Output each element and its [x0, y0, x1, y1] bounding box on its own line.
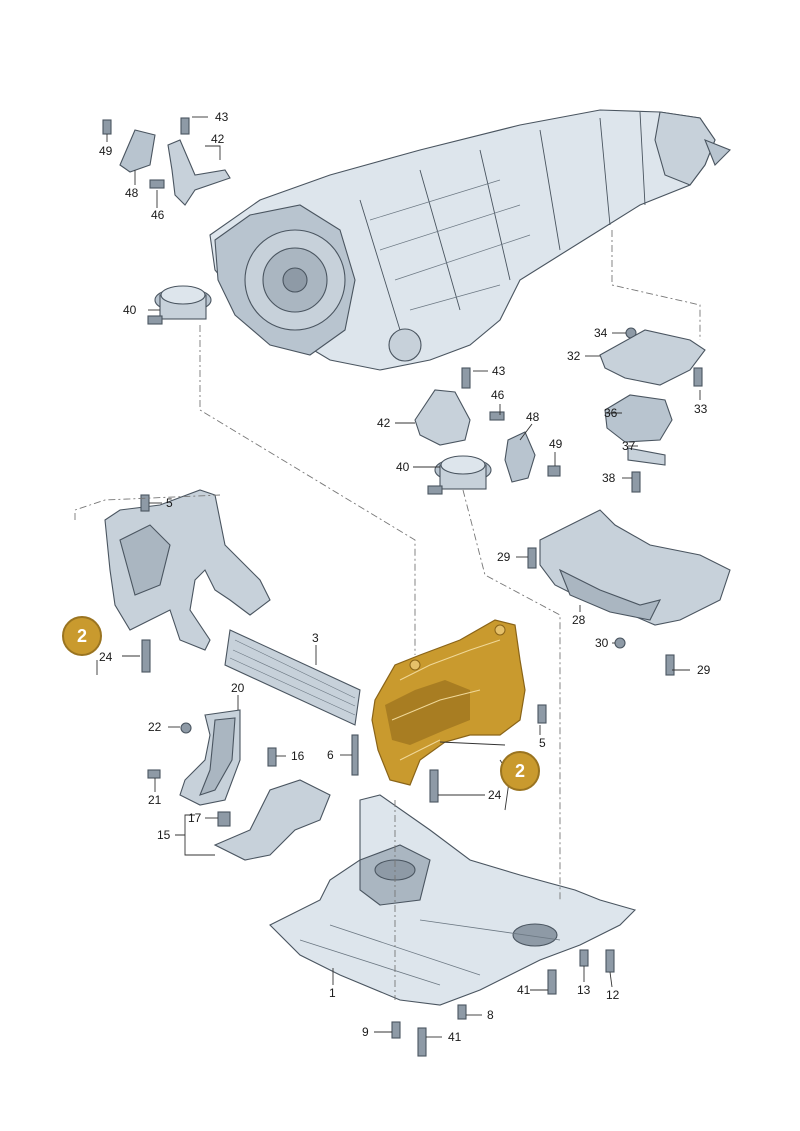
- callout-29-b: 29: [697, 663, 711, 677]
- badge-label: 2: [77, 626, 87, 646]
- mount-bracket-group-right: [599, 327, 706, 493]
- callout-49-b: 49: [549, 437, 563, 451]
- callout-16: 16: [291, 749, 305, 763]
- callout-43: 43: [215, 110, 229, 124]
- highlighted-bracket-part-2: [371, 619, 547, 803]
- callout-24: 24: [99, 650, 113, 664]
- callout-34: 34: [594, 326, 608, 340]
- crossmember-right: [527, 509, 731, 676]
- callout-30: 30: [595, 636, 609, 650]
- callout-42-b: 42: [377, 416, 391, 430]
- callout-40: 40: [123, 303, 137, 317]
- callout-32: 32: [567, 349, 581, 363]
- callout-48-b: 48: [526, 410, 540, 424]
- callout-48: 48: [125, 186, 139, 200]
- callout-15: 15: [157, 828, 171, 842]
- callout-46: 46: [151, 208, 165, 222]
- callout-46-b: 46: [491, 388, 505, 402]
- part-badge-2-left: 2: [62, 616, 102, 656]
- callout-28: 28: [572, 613, 586, 627]
- assembly-connector-lines: [74, 230, 701, 1000]
- callout-40-b: 40: [396, 460, 410, 474]
- callout-3: 3: [312, 631, 319, 645]
- cooler-radiator: [224, 629, 361, 776]
- subframe: [269, 794, 637, 1057]
- callout-33: 33: [694, 402, 708, 416]
- callout-5: 5: [166, 496, 173, 510]
- leader-lines: [96, 116, 701, 1038]
- callout-21: 21: [148, 793, 162, 807]
- callout-37: 37: [622, 439, 636, 453]
- callout-13: 13: [577, 983, 591, 997]
- callout-22: 22: [148, 720, 162, 734]
- callout-36: 36: [604, 406, 618, 420]
- mount-bracket-group-left: [102, 117, 231, 325]
- callout-43-b: 43: [492, 364, 506, 378]
- callout-17: 17: [188, 811, 202, 825]
- part-badge-2-right: 2: [500, 751, 540, 791]
- callout-29: 29: [497, 550, 511, 564]
- callout-8: 8: [487, 1008, 494, 1022]
- badge-label: 2: [515, 761, 525, 781]
- callout-41-b: 41: [448, 1030, 462, 1044]
- heat-shields: [147, 709, 331, 861]
- callout-49: 49: [99, 144, 113, 158]
- subframe-bracket-left: [104, 489, 271, 673]
- callout-38: 38: [602, 471, 616, 485]
- callout-42: 42: [211, 132, 225, 146]
- callout-20: 20: [231, 681, 245, 695]
- callout-5-b: 5: [539, 736, 546, 750]
- callout-24-b: 24: [488, 788, 502, 802]
- callout-41: 41: [517, 983, 531, 997]
- callout-12: 12: [606, 988, 620, 1002]
- callout-1: 1: [329, 986, 336, 1000]
- callout-9: 9: [362, 1025, 369, 1039]
- callout-labels: 49 43 42 48 46 40 43 46 42 48 49 40 34 3…: [99, 110, 711, 1044]
- transmission-illustration: [209, 109, 731, 371]
- mount-bracket-group-center: [414, 367, 561, 495]
- callout-6: 6: [327, 748, 334, 762]
